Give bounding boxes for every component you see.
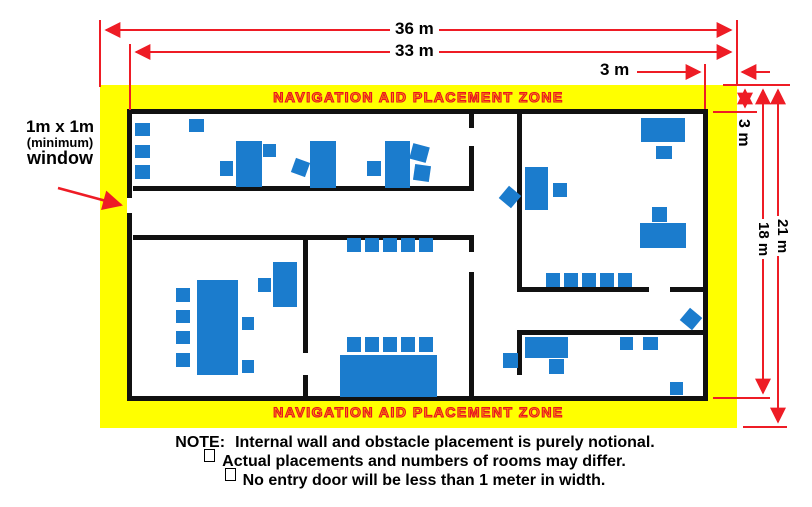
checkbox-icon [224, 468, 236, 481]
dim-label-18m: 18 m [755, 219, 772, 260]
obstacle [220, 161, 233, 176]
note-prefix: NOTE: [175, 434, 226, 451]
wall-segment [517, 330, 708, 335]
obstacle [582, 273, 596, 287]
obstacle [401, 337, 415, 352]
obstacle [419, 337, 433, 352]
obstacle [643, 337, 658, 350]
obstacle [525, 167, 548, 210]
window-annotation-line1: 1m x 1m [25, 117, 95, 136]
obstacle [258, 278, 271, 292]
obstacle [564, 273, 578, 287]
wall-segment [517, 287, 649, 292]
note-line1-text: Internal wall and obstacle placement is … [235, 434, 655, 451]
zone-label-bottom: NAVIGATION AID PLACEMENT ZONE [273, 403, 564, 420]
dim-label-3m-top: 3 m [600, 60, 630, 79]
obstacle [135, 165, 150, 179]
obstacle [347, 238, 361, 252]
obstacle [670, 382, 683, 395]
wall-segment [469, 272, 474, 401]
obstacle [525, 337, 568, 358]
obstacle [503, 353, 518, 368]
note-line3-text: No entry door will be less than 1 meter … [242, 472, 606, 489]
window-annotation: 1m x 1m (minimum) window [4, 118, 116, 168]
checkbox-icon [204, 449, 216, 462]
obstacle [340, 355, 437, 397]
wall-segment [469, 146, 474, 191]
obstacle [600, 273, 614, 287]
obstacle [618, 273, 632, 287]
obstacle [553, 183, 567, 197]
wall-segment [133, 186, 474, 191]
obstacle [383, 337, 397, 352]
obstacle [419, 238, 433, 252]
wall-segment [303, 375, 308, 401]
obstacle [383, 238, 397, 252]
obstacle [385, 141, 410, 188]
obstacle [176, 310, 190, 323]
obstacle [135, 145, 150, 158]
window-annotation-line2: (minimum) [26, 134, 94, 150]
obstacle [656, 146, 672, 159]
wall-segment [469, 114, 474, 128]
wall-segment [670, 287, 708, 292]
obstacle [189, 119, 204, 132]
wall-segment [469, 235, 474, 252]
obstacle [236, 141, 262, 187]
obstacle [263, 144, 276, 157]
obstacle [365, 337, 379, 352]
note-line2-text: Actual placements and numbers of rooms m… [222, 453, 626, 470]
obstacle [641, 118, 685, 142]
dim-label-33m: 33 m [390, 42, 439, 60]
obstacle [549, 359, 564, 374]
wall-segment [517, 114, 522, 292]
obstacle [242, 317, 254, 330]
obstacle [347, 337, 361, 352]
obstacle [176, 353, 190, 367]
obstacle [365, 238, 379, 252]
obstacle [620, 337, 633, 350]
obstacle [401, 238, 415, 252]
obstacle [412, 163, 432, 183]
obstacle [546, 273, 560, 287]
zone-label-top: NAVIGATION AID PLACEMENT ZONE [273, 88, 564, 105]
obstacle [273, 262, 297, 307]
note-line3: No entry door will be less than 1 meter … [224, 468, 606, 490]
wall-segment [303, 235, 308, 353]
obstacle [310, 141, 336, 188]
obstacle [176, 288, 190, 302]
obstacle [176, 331, 190, 344]
obstacle [367, 161, 381, 176]
obstacle [135, 123, 150, 136]
dim-label-36m: 36 m [390, 20, 439, 38]
dim-label-21m: 21 m [774, 216, 791, 257]
obstacle [652, 207, 667, 222]
obstacle [242, 360, 254, 373]
window-gap [127, 198, 133, 213]
wall-segment [517, 335, 522, 375]
note-block: NOTE: Internal wall and obstacle placemen… [90, 433, 740, 490]
obstacle [197, 280, 238, 375]
note-line1: NOTE: Internal wall and obstacle placemen… [175, 433, 654, 452]
dim-label-3m-right: 3 m [735, 119, 752, 147]
window-annotation-line3: window [27, 148, 93, 169]
obstacle [640, 223, 686, 248]
note-line2: Actual placements and numbers of rooms m… [204, 449, 626, 471]
